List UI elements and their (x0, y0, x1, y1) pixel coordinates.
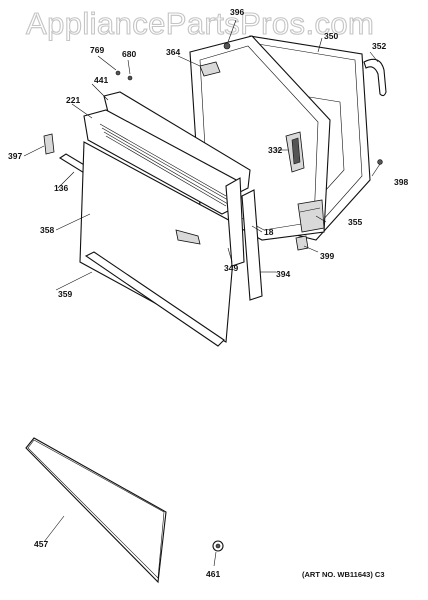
side-trim (225, 177, 245, 267)
clip-399 (295, 235, 309, 251)
label-350: 350 (324, 31, 339, 41)
label-441: 441 (94, 75, 109, 85)
label-394: 394 (276, 269, 291, 279)
label-358: 358 (40, 225, 55, 235)
drawer-panel (25, 437, 167, 584)
label-18: 18 (264, 227, 274, 237)
label-461: 461 (206, 569, 221, 579)
inner-panel (83, 91, 251, 215)
watermark-logo: AppliancePartsPros.com (25, 5, 375, 41)
glide-461 (212, 540, 224, 552)
screw-398 (377, 159, 383, 165)
label-398: 398 (394, 177, 409, 187)
label-680: 680 (122, 49, 137, 59)
side-strip (241, 189, 263, 301)
label-364: 364 (166, 47, 181, 57)
outer-door-panel (79, 141, 237, 343)
screw-396 (223, 42, 231, 50)
label-349: 349 (224, 263, 239, 273)
screw-680 (127, 75, 133, 81)
hinge-355 (297, 199, 325, 233)
label-352: 352 (372, 41, 387, 51)
label-136: 136 (54, 183, 69, 193)
label-221: 221 (66, 95, 81, 105)
hinge-332 (285, 131, 305, 173)
label-396: 396 (230, 7, 245, 17)
gasket (363, 58, 387, 97)
label-399: 399 (320, 251, 335, 261)
bottom-trim (84, 251, 225, 347)
label-355: 355 (348, 217, 363, 227)
label-332: 332 (268, 145, 283, 155)
screw-769 (115, 70, 121, 76)
label-397: 397 (8, 151, 23, 161)
art-number: (ART NO. WB11643) C3 (302, 570, 385, 579)
leader-lines (23, 19, 381, 567)
bracket-397 (43, 133, 55, 155)
label-769: 769 (90, 45, 105, 55)
label-457: 457 (34, 539, 49, 549)
label-359: 359 (58, 289, 73, 299)
